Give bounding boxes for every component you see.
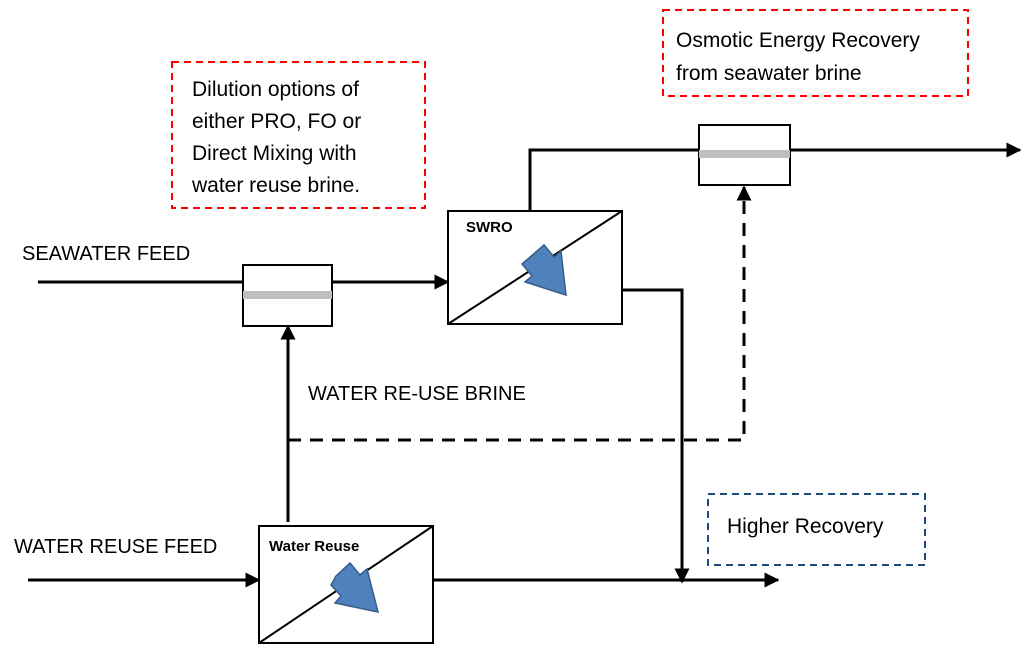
osmotic-note-line-2: from seawater brine xyxy=(676,62,862,85)
swro-flow-arrow-icon xyxy=(520,243,567,297)
recovery-note: Higher Recovery xyxy=(727,515,884,538)
water-reuse-unit: Water Reuse xyxy=(258,525,434,644)
osmotic-note-box xyxy=(662,9,969,97)
swro-brine-line xyxy=(622,288,690,584)
process-lines xyxy=(28,142,1022,588)
swro-permeate-line xyxy=(528,148,699,211)
dilution-mixer-unit xyxy=(242,264,333,327)
dilution-note-box xyxy=(171,61,426,209)
swro-label: SWRO xyxy=(466,219,513,236)
brine-bypass-dashed-line xyxy=(288,185,752,442)
dilution-note-line-4: water reuse brine. xyxy=(191,174,360,197)
swro-unit: SWRO xyxy=(447,210,623,325)
recovery-note-box xyxy=(707,493,926,566)
water-reuse-brine-label: WATER RE-USE BRINE xyxy=(308,383,526,405)
dilution-note-line-3: Direct Mixing with xyxy=(192,142,357,165)
osmotic-note-line-1: Osmotic Energy Recovery xyxy=(676,29,920,52)
water-reuse-label: Water Reuse xyxy=(269,538,359,555)
water-reuse-flow-arrow-icon xyxy=(330,561,380,613)
seawater-feed-label: SEAWATER FEED xyxy=(22,243,190,265)
dilution-note-line-1: Dilution options of xyxy=(192,78,359,101)
dilution-note-line-2: either PRO, FO or xyxy=(192,110,361,133)
water-reuse-feed-label: WATER REUSE FEED xyxy=(14,536,217,558)
osmotic-recovery-unit xyxy=(698,124,791,186)
